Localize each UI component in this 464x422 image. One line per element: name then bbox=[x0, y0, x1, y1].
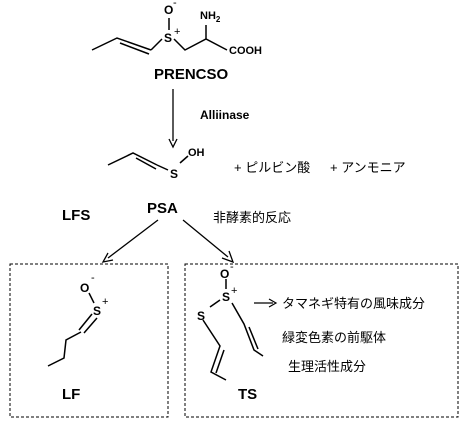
lf-s-carbon-double-bond-2 bbox=[83, 317, 98, 334]
ts-chain-left bbox=[202, 319, 227, 381]
lf-ethyl-chain bbox=[47, 331, 82, 367]
psa-oh-group: OH bbox=[188, 147, 205, 159]
ts-chain-right-double bbox=[248, 326, 259, 350]
byproduct-ammonia: + アンモニア bbox=[330, 160, 406, 175]
lf-sulfoxide-bond bbox=[88, 292, 95, 304]
ts-molecule bbox=[202, 279, 264, 381]
lf-s-charge: + bbox=[102, 296, 108, 308]
prencso-o-charge: - bbox=[173, 0, 177, 9]
non-enzymatic-label: 非酵素的反応 bbox=[213, 210, 291, 225]
lf-o-atom: O bbox=[80, 281, 89, 295]
lf-o-charge: - bbox=[91, 272, 95, 284]
prencso-acid-group: COOH bbox=[229, 45, 262, 57]
prencso-molecule bbox=[91, 18, 228, 55]
ts-box bbox=[184, 263, 459, 418]
arrow-head bbox=[101, 252, 114, 263]
ts-s-atom: S bbox=[197, 309, 205, 323]
arrow-shaft bbox=[107, 219, 159, 259]
ts-property-pigment: 緑変色素の前駆体 bbox=[282, 330, 386, 345]
arrow-head bbox=[268, 298, 278, 308]
lf-box bbox=[9, 263, 169, 418]
ts-s-s-bond bbox=[209, 299, 221, 308]
psa-chain bbox=[107, 152, 158, 166]
arrow-shaft bbox=[182, 219, 229, 258]
psa-s-oh-bond bbox=[179, 155, 189, 164]
arrow-psa-to-ts bbox=[182, 219, 235, 264]
ts-chain-left-double bbox=[215, 349, 225, 374]
prencso-s-atom: S bbox=[164, 31, 172, 45]
ts-o-atom: O bbox=[220, 267, 229, 281]
lf-molecule bbox=[47, 292, 98, 367]
arrow-head bbox=[168, 138, 178, 149]
arrow-prencso-to-psa bbox=[168, 89, 178, 149]
arrow-head bbox=[221, 250, 235, 264]
prencso-double-bond bbox=[119, 42, 150, 55]
enzyme-label: Alliinase bbox=[200, 108, 250, 122]
ts-s-plus-charge: + bbox=[231, 285, 237, 297]
prencso-amine-group: NH2 bbox=[200, 10, 221, 24]
arrow-psa-to-lf bbox=[101, 219, 159, 263]
psa-molecule bbox=[107, 152, 189, 171]
ts-s-plus-atom: S bbox=[222, 290, 230, 304]
psa-s-to-carbon bbox=[156, 164, 169, 171]
properties-arrow bbox=[254, 298, 278, 308]
ts-o-charge: - bbox=[230, 261, 234, 273]
prencso-s-charge: + bbox=[174, 26, 180, 38]
psa-label: PSA bbox=[147, 200, 178, 217]
prencso-label: PRENCSO bbox=[154, 66, 229, 83]
ts-chain-right bbox=[231, 302, 264, 357]
psa-double-bond bbox=[135, 157, 157, 170]
prencso-carbon-chain bbox=[173, 38, 228, 51]
prencso-amine-subscript: 2 bbox=[216, 15, 221, 24]
ts-label: TS bbox=[238, 386, 257, 403]
lfs-label: LFS bbox=[62, 207, 90, 224]
prencso-o-atom: O bbox=[164, 3, 173, 17]
byproduct-pyruvate: + ピルビン酸 bbox=[234, 160, 310, 175]
ts-property-flavor: タマネギ特有の風味成分 bbox=[282, 296, 425, 311]
lf-s-carbon-double-bond bbox=[78, 313, 93, 331]
lf-label: LF bbox=[62, 386, 80, 403]
psa-s-atom: S bbox=[170, 167, 178, 181]
lf-s-atom: S bbox=[93, 304, 101, 318]
prencso-amine-text: NH bbox=[200, 10, 216, 22]
prencso-propenyl-chain bbox=[91, 37, 152, 51]
prencso-s-to-carbon bbox=[150, 38, 163, 51]
ts-property-bioactive: 生理活性成分 bbox=[288, 359, 366, 374]
